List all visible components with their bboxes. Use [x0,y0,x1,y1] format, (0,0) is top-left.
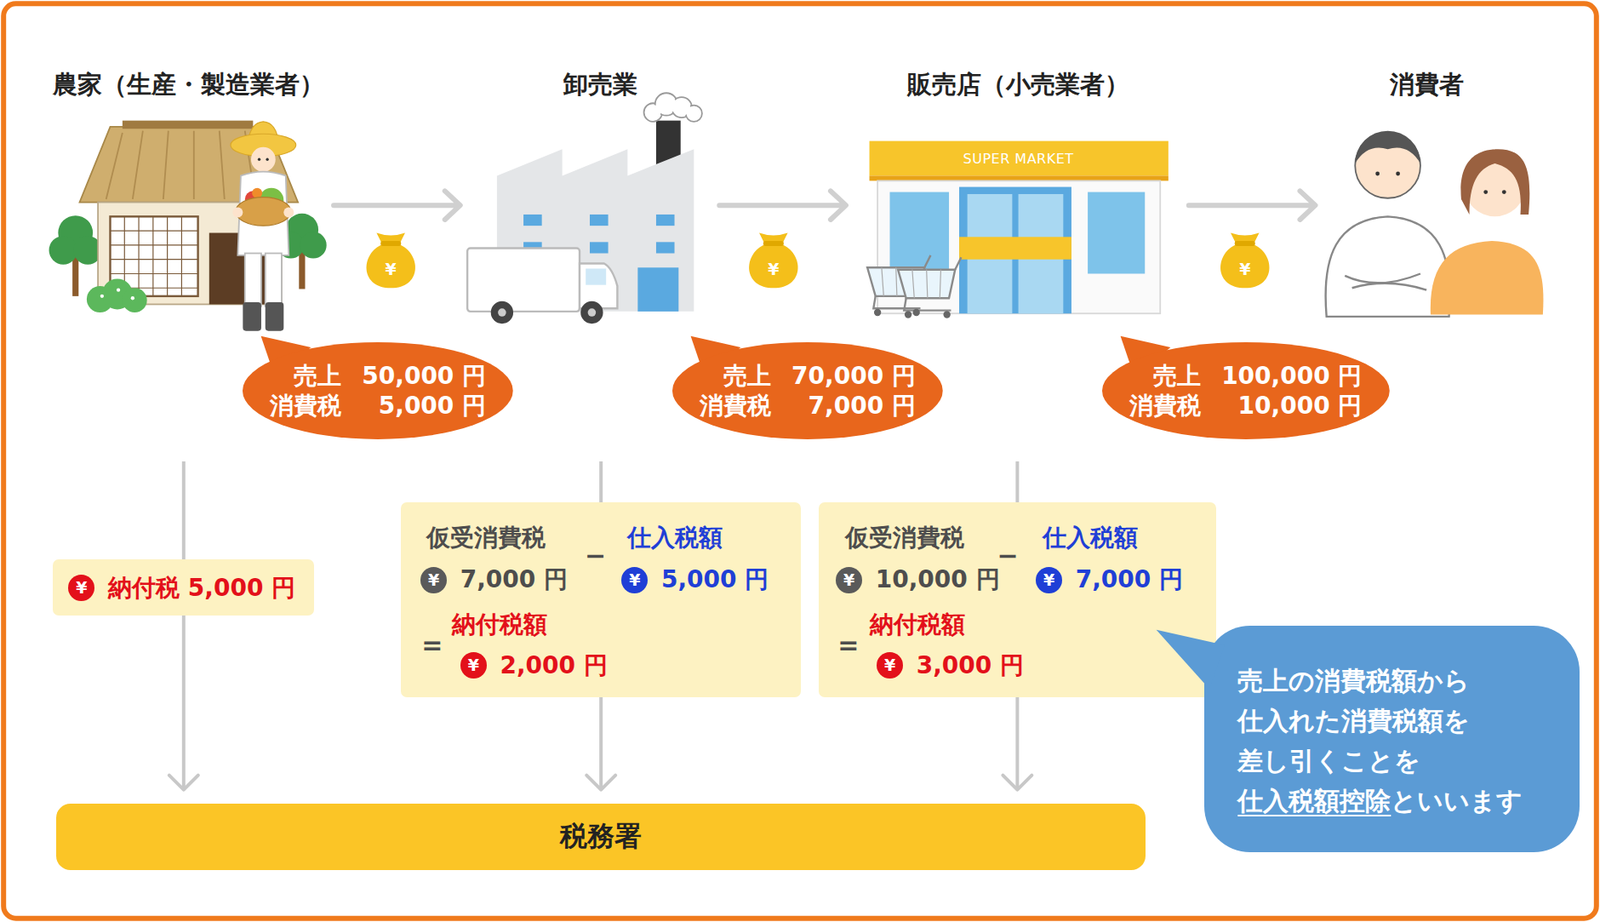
sales-callout: 売上 100,000 円消費税 10,000 円 [1102,342,1390,440]
arrow-head [586,775,616,790]
callout-text: 消費税 [699,390,772,421]
tax-flow-arrow [169,615,199,790]
callout-text: 70,000 円 [791,360,916,391]
callout-text: 売上 [293,360,342,391]
stage-heading: 消費者 [1389,69,1464,100]
note-bubble: 売上の消費税額から 仕入れた消費税額を 差し引くことを仕入税額控除といいます [1204,625,1580,852]
callout-text: 売上 [1153,360,1201,391]
tax-calc-box: 仮受消費税−仕入税額¥7,000 円¥5,000 円=納付税額¥2,000 円 [400,502,801,698]
callout-text: 売上 [723,360,772,391]
tax-payment-box: ¥ 納付税 5,000 円 [52,559,315,616]
tax-text: 納付税額 [869,610,966,640]
tax-text: 納付税額 [451,610,548,640]
tax-text: − [996,540,1018,572]
arrow-head [169,775,199,790]
callout-grid: 売上 100,000 円消費税 10,000 円 [1129,360,1362,421]
tax-text: 納付税 5,000 円 [108,573,296,603]
tax-text: 2,000 円 [499,651,607,680]
tax-text: = [421,629,443,661]
yen-icon: ¥ [1035,566,1063,594]
note-text: 売上の消費税額から 仕入れた消費税額を 差し引くことを [1237,660,1556,781]
callout-shape [1102,342,1390,440]
yen-icon: ¥ [420,566,447,594]
note-text: といいます [1390,785,1523,816]
callout-shape [672,342,943,440]
yen-icon: ¥ [460,651,487,679]
tax-text: 7,000 円 [460,565,568,595]
callout-text: 消費税 [269,390,342,421]
tax-text: 仮受消費税 [845,523,965,553]
tax-text: 10,000 円 [875,565,1000,595]
yen-icon: ¥ [876,651,903,679]
sign-text: SUPER MARKET [963,150,1075,167]
tax-text: − [584,540,606,572]
stage-heading: 卸売業 [563,69,638,100]
yen-mark: ¥ [767,259,779,280]
callout-text: 7,000 円 [808,390,916,421]
arrow-head [1002,775,1032,790]
yen-mark: ¥ [1239,259,1251,280]
connector-line [599,697,603,790]
frame [3,3,1597,918]
tax-office-band: 税務署 [56,803,1147,870]
tax-text: 3,000 円 [916,651,1024,680]
tax-flow-arrow [1002,697,1032,790]
tax-text: 仕入税額 [627,523,723,553]
farm-illustration [49,120,327,332]
callout-text: 消費税 [1129,390,1201,421]
callout-text: 100,000 円 [1221,360,1362,391]
bubble-tail [1204,625,1213,635]
flow-arrows [333,190,1315,220]
yen-mark: ¥ [385,259,397,280]
connector-line [1015,697,1019,790]
tax-calc-box: 仮受消費税−仕入税額¥10,000 円¥7,000 円=納付税額¥3,000 円 [818,502,1218,698]
yen-icon: ¥ [68,574,95,601]
stem-line [182,461,186,561]
sales-callout: 売上 70,000 円消費税 7,000 円 [672,342,943,440]
stem-line [1015,461,1019,504]
supermarket-illustration [867,141,1169,319]
sales-callout: 売上 50,000 円消費税 5,000 円 [242,342,514,440]
yen-icon: ¥ [621,566,648,594]
callout-shape [242,342,514,440]
callout-grid: 売上 70,000 円消費税 7,000 円 [699,360,916,421]
stage-heading: 販売店（小売業者） [907,69,1130,100]
consumers-illustration [1325,131,1544,317]
yen-icon: ¥ [835,566,863,594]
stage-heading: 農家（生産・製造業者） [52,69,325,100]
callout-text: 5,000 円 [378,390,486,421]
note-body: 売上の消費税額から 仕入れた消費税額を 差し引くことを仕入税額控除といいます [1237,660,1556,821]
tax-text: 5,000 円 [661,565,769,595]
money-bags [366,233,1270,289]
tax-text: = [837,629,859,661]
factory-illustration [467,92,703,324]
stem-line [599,461,603,504]
connector-line [182,615,186,790]
tax-flow-arrow [586,697,616,790]
callout-text: 10,000 円 [1238,390,1363,421]
band-text: 税務署 [560,819,642,852]
callout-grid: 売上 50,000 円消費税 5,000 円 [269,360,486,421]
tax-text: 仕入税額 [1042,523,1138,553]
tax-text: 仮受消費税 [426,523,546,553]
tax-text: 7,000 円 [1075,565,1183,595]
note-text: 仕入税額控除 [1237,785,1391,816]
callout-text: 50,000 円 [361,360,486,391]
